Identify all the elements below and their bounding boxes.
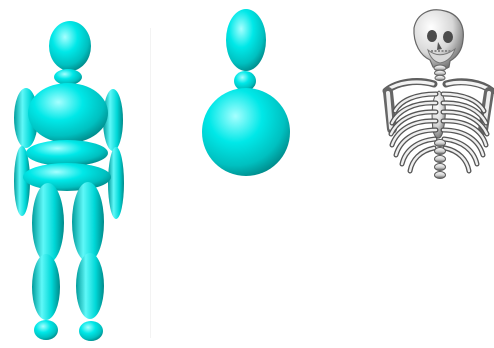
head-ellipsoid xyxy=(49,21,91,71)
right-shin xyxy=(76,253,104,319)
right-forearm xyxy=(108,147,124,219)
pelvis-ellipsoid xyxy=(23,163,111,191)
left-rib-cage xyxy=(391,94,436,171)
skeleton-torso-model xyxy=(386,10,492,179)
chest-ellipsoid xyxy=(28,83,108,143)
left-shin xyxy=(32,254,60,320)
torso-sphere xyxy=(202,88,290,176)
right-foot xyxy=(79,321,103,341)
segmented-body-model xyxy=(14,21,124,341)
right-rib-cage xyxy=(443,94,487,171)
head-torso-model xyxy=(202,9,290,176)
left-foot xyxy=(34,320,58,340)
neck-ellipsoid xyxy=(234,71,256,91)
neck-ellipsoid xyxy=(54,69,82,85)
top-head-ellipsoid xyxy=(226,9,266,71)
eye-socket-right xyxy=(443,31,453,43)
thoracic-spine xyxy=(435,140,446,179)
right-thigh xyxy=(72,182,104,262)
waist-ellipsoid xyxy=(26,140,108,166)
cervical-spine xyxy=(434,65,446,81)
eye-socket-left xyxy=(427,30,437,42)
left-thigh xyxy=(32,183,64,263)
